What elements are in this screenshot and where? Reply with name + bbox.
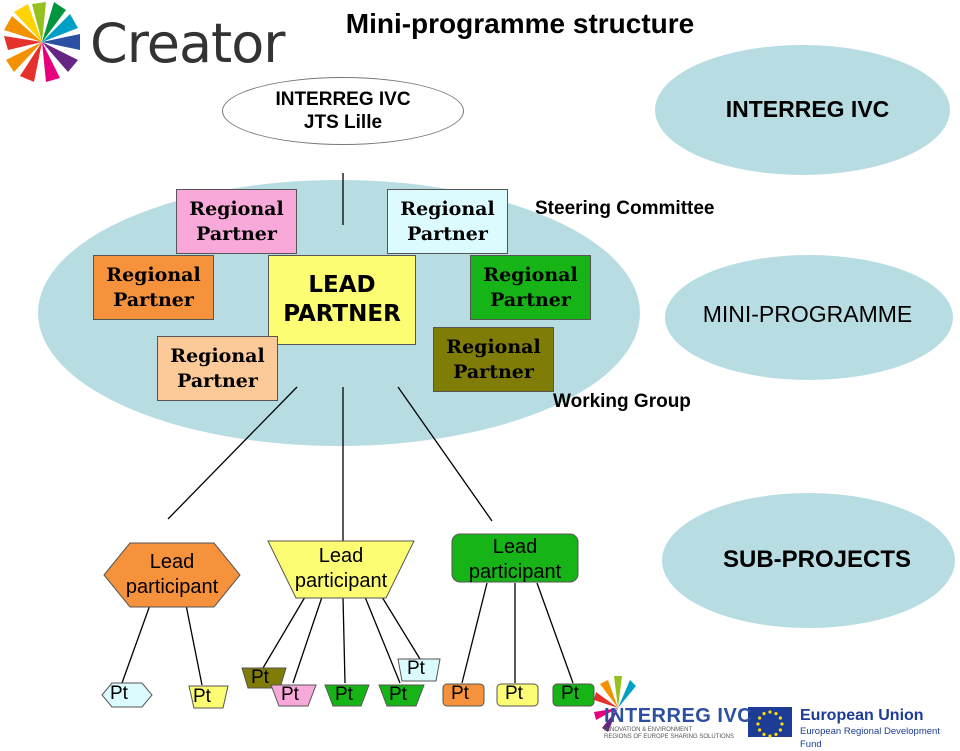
pt-shape-8 <box>442 683 485 707</box>
pt-shape-2 <box>188 685 229 709</box>
creator-logo-text: Creator <box>90 12 285 75</box>
lead-participant-label-3: Lead participant <box>468 536 562 583</box>
regional-partner-orange: Regional Partner <box>93 255 214 320</box>
interreg-ellipse <box>655 45 950 175</box>
mini-programme-ellipse <box>665 255 953 380</box>
pt-shape-10 <box>552 683 595 707</box>
regional-partner-peach: Regional Partner <box>157 336 278 401</box>
pt-shape-4 <box>270 684 317 707</box>
pt-label-4: Pt <box>281 684 299 705</box>
regional-partner-olive: Regional Partner <box>433 327 554 392</box>
eu-title: European Union <box>800 707 924 724</box>
pt-label-5: Pt <box>335 684 353 705</box>
regional-partner-green: Regional Partner <box>470 255 591 320</box>
page-title: Mini-programme structure <box>345 8 695 39</box>
lead-participant-label-1: Lead participant <box>125 551 219 598</box>
pt-label-10: Pt <box>561 683 579 704</box>
eu-footer-logo: European Union European Regional Develop… <box>800 707 960 751</box>
regional-partner-pink: Regional Partner <box>176 189 297 254</box>
eu-flag-stars-icon <box>756 710 784 738</box>
jts-line-1: INTERREG IVC <box>275 89 411 110</box>
working-group-label: Working Group <box>553 391 691 412</box>
eu-subtitle: European Regional Development Fund <box>800 726 940 750</box>
regional-partner-cyan: Regional Partner <box>387 189 508 254</box>
interreg-footer-sub1: INNOVATION & ENVIRONMENT <box>604 727 693 733</box>
pt-shape-9 <box>496 683 539 707</box>
interreg-footer-logo: INTERREG IVC INNOVATION & ENVIRONMENT RE… <box>604 705 752 741</box>
lead-participant-hexagon <box>103 542 241 608</box>
interreg-label: INTERREG IVC <box>725 96 890 122</box>
sub-projects-ellipse <box>662 493 955 628</box>
pt-shape-1 <box>101 682 153 708</box>
pt-label-1: Pt <box>110 683 128 704</box>
pt-label-7: Pt <box>407 658 425 679</box>
mini-programme-label: MINI-PROGRAMME <box>702 301 913 327</box>
pt-label-2: Pt <box>193 686 211 707</box>
lead-participant-rect <box>451 533 579 583</box>
lead-participant-label-2: Lead participant <box>294 545 388 592</box>
creator-logo-icon <box>4 2 80 82</box>
sub-projects-label: SUB-PROJECTS <box>722 546 912 573</box>
pt-label-8: Pt <box>451 683 469 704</box>
interreg-logo-icon <box>594 676 636 732</box>
pt-shape-6 <box>378 684 425 707</box>
jts-line-2: JTS Lille <box>303 112 383 133</box>
interreg-footer-title: INTERREG IVC <box>604 705 753 727</box>
lead-partner-box: LEAD PARTNER <box>268 255 416 345</box>
lead-participant-trapezoid <box>267 540 415 599</box>
pt-label-9: Pt <box>505 683 523 704</box>
pt-shape-7 <box>397 658 441 682</box>
jts-lille-ellipse: INTERREG IVC JTS Lille <box>222 77 464 145</box>
interreg-footer-sub2: REGIONS OF EUROPE SHARING SOLUTIONS <box>604 734 735 740</box>
pt-label-3: Pt <box>251 667 269 688</box>
steering-committee-label: Steering Committee <box>535 198 715 219</box>
pt-shape-5 <box>324 684 370 707</box>
pt-label-6: Pt <box>389 684 407 705</box>
